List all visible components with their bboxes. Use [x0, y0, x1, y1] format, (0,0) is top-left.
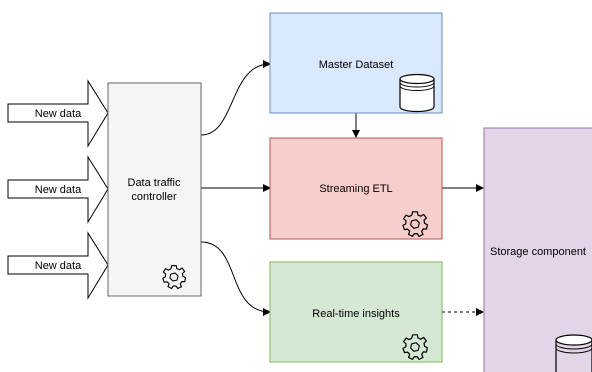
- database-icon: [555, 334, 592, 372]
- input-label: New data: [35, 184, 82, 196]
- connectors: [200, 60, 484, 316]
- streaming-etl-box: Streaming ETL: [269, 137, 443, 240]
- realtime-insights-box: Real-time insights: [269, 261, 443, 363]
- input-arrow-1: New data: [7, 79, 109, 148]
- storage-component-box: Storage component: [483, 127, 592, 372]
- input-arrow-2: New data: [7, 155, 109, 224]
- input-arrow-3: New data: [7, 231, 109, 300]
- edge-controller-to-master: [200, 60, 271, 136]
- storage-component-label: Storage component: [490, 246, 586, 258]
- realtime-insights-label: Real-time insights: [312, 308, 400, 320]
- master-dataset-box: Master Dataset: [269, 12, 443, 114]
- controller-label-line2: controller: [131, 191, 177, 203]
- input-label: New data: [35, 108, 82, 120]
- streaming-etl-label: Streaming ETL: [319, 183, 392, 195]
- master-dataset-label: Master Dataset: [319, 59, 394, 71]
- input-label: New data: [35, 260, 82, 272]
- data-traffic-controller: Data traffic controller: [107, 82, 202, 297]
- database-icon: [399, 73, 435, 113]
- edge-controller-to-insights: [200, 241, 271, 316]
- controller-label-line1: Data traffic: [128, 177, 181, 189]
